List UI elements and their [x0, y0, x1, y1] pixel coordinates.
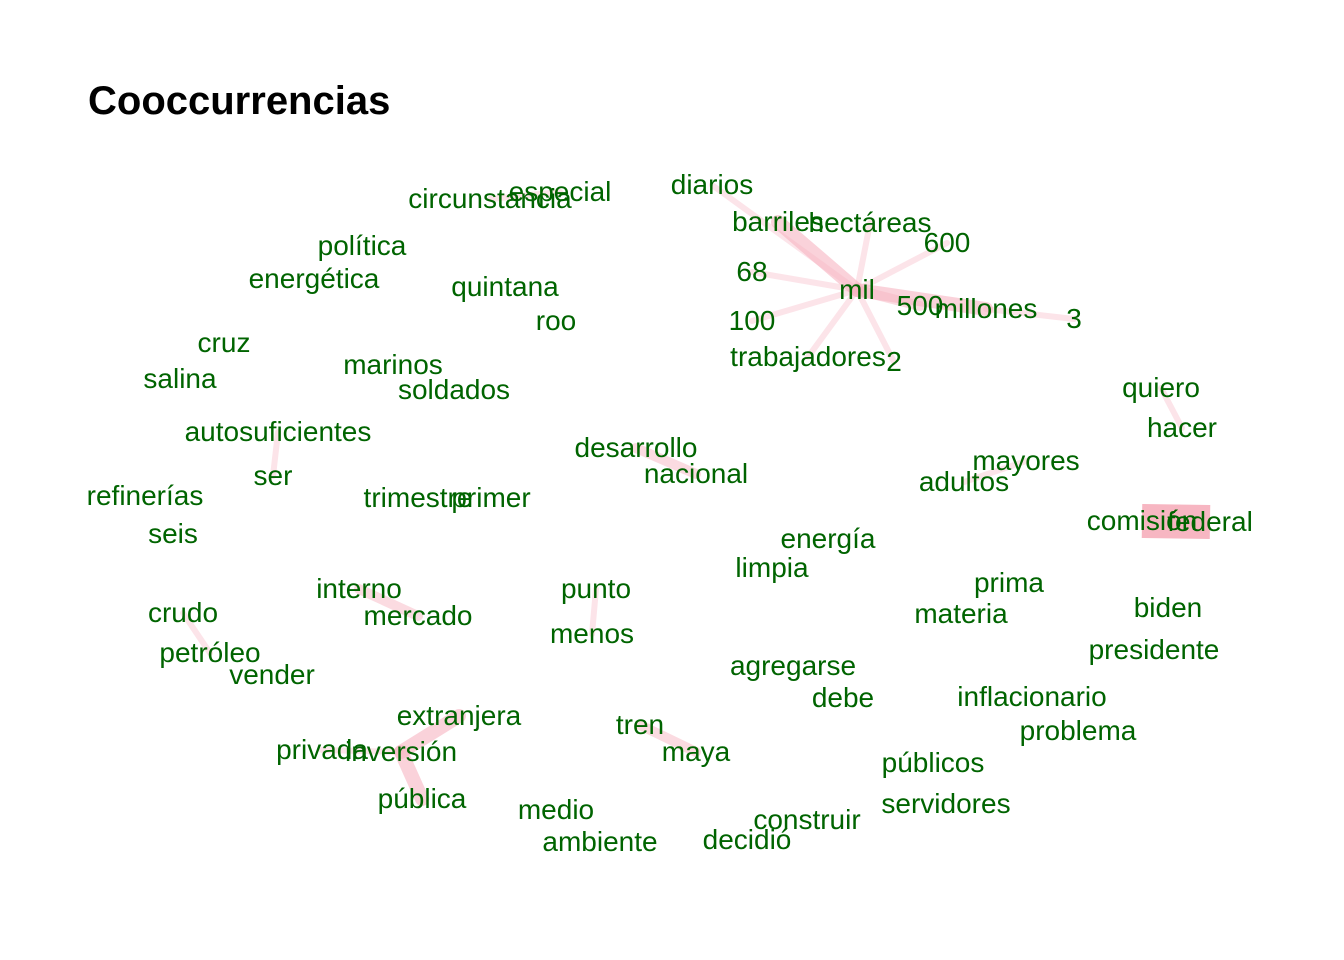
node-label: roo	[536, 305, 576, 336]
node-label: limpia	[735, 552, 809, 583]
node-label: adultos	[919, 466, 1009, 497]
node-label: privada	[276, 734, 368, 765]
edge-mayores-adultos	[961, 458, 1029, 485]
node-label: 600	[924, 227, 971, 258]
node-label: mayores	[972, 445, 1079, 476]
edge-mil-500	[852, 285, 925, 311]
node-label: soldados	[398, 374, 510, 405]
edge-mil-68	[749, 269, 860, 293]
node-label: menos	[550, 618, 634, 649]
node-label: primer	[451, 482, 530, 513]
node-label: quiero	[1122, 372, 1200, 403]
node-label: desarrollo	[575, 432, 698, 463]
node-label: refinerías	[87, 480, 204, 511]
node-label: ambiente	[542, 826, 657, 857]
node-label: trimestre	[364, 482, 473, 513]
node-label: hectáreas	[809, 207, 932, 238]
node-label: presidente	[1089, 634, 1220, 665]
node-label: problema	[1020, 715, 1137, 746]
node-label: punto	[561, 573, 631, 604]
node-label: política	[318, 230, 407, 261]
node-label: millones	[935, 293, 1038, 324]
node-label: petróleo	[159, 637, 260, 668]
node-label: hacer	[1147, 412, 1217, 443]
edge-comisión-federal	[1141, 504, 1211, 539]
edge-mil-2	[854, 287, 897, 365]
node-label: tren	[616, 709, 664, 740]
node-label: biden	[1134, 592, 1203, 623]
node-label: extranjera	[397, 700, 522, 731]
node-label: 100	[729, 305, 776, 336]
node-label: energía	[781, 523, 876, 554]
edge-mil-100	[749, 287, 860, 324]
node-label: inversión	[345, 736, 457, 767]
node-label: quintana	[451, 271, 559, 302]
node-label: prima	[974, 567, 1044, 598]
chart-title: Cooccurrencias	[88, 79, 390, 123]
edge-autosuficientes-ser	[270, 429, 281, 479]
node-label: debe	[812, 682, 874, 713]
node-label: trabajadores	[730, 341, 886, 372]
node-label: inflacionario	[957, 681, 1106, 712]
node-label: decidió	[703, 824, 792, 855]
node-label: crudo	[148, 597, 218, 628]
node-label: materia	[914, 598, 1008, 629]
edge-mil-diarios	[709, 182, 860, 293]
node-label: públicos	[882, 747, 985, 778]
edge-circunstancia-especial	[487, 189, 563, 202]
node-label: seis	[148, 518, 198, 549]
node-label: comisión	[1087, 505, 1197, 536]
node-label: barriles	[732, 206, 824, 237]
node-label: ser	[254, 460, 293, 491]
edge-punto-menos	[589, 586, 599, 637]
node-label: federal	[1167, 506, 1253, 537]
edge-millones-3	[983, 306, 1077, 322]
node-label: 500	[897, 290, 944, 321]
edge-inversión-privada	[319, 747, 404, 755]
node-label: mil	[839, 274, 875, 305]
edge-inversión-pública	[394, 745, 429, 806]
node-label: medio	[518, 794, 594, 825]
node-label: marinos	[343, 349, 443, 380]
edge-desarrollo-nacional	[631, 443, 701, 479]
node-label: circunstancia	[408, 183, 572, 214]
node-label: agregarse	[730, 650, 856, 681]
node-label: maya	[662, 736, 731, 767]
node-label: salina	[143, 363, 217, 394]
node-label: especial	[509, 176, 612, 207]
edge-mil-trabajadores	[805, 287, 860, 360]
edge-mil-millones	[850, 283, 993, 316]
edge-inversión-extranjera	[394, 709, 466, 759]
node-label: energética	[249, 263, 380, 294]
node-label: diarios	[671, 169, 753, 200]
node-label: servidores	[881, 788, 1010, 819]
edges-layer	[180, 182, 1211, 806]
edge-mil-barriles	[771, 215, 864, 297]
node-label: 68	[736, 256, 767, 287]
edge-tren-maya	[635, 720, 701, 757]
node-label: nacional	[644, 458, 748, 489]
node-label: cruz	[198, 327, 251, 358]
node-label: mercado	[364, 600, 473, 631]
node-label: 2	[886, 346, 902, 377]
node-label: construir	[753, 804, 860, 835]
edge-interno-mercado	[354, 584, 423, 621]
node-label: vender	[229, 659, 315, 690]
node-label: autosuficientes	[185, 416, 372, 447]
edge-quiero-hacer	[1158, 385, 1185, 431]
node-label: pública	[378, 783, 467, 814]
edge-mil-600	[854, 240, 950, 293]
node-label: 3	[1066, 303, 1082, 334]
node-label: interno	[316, 573, 402, 604]
edge-mil-hectáreas	[854, 220, 873, 293]
edge-crudo-petróleo	[180, 610, 213, 656]
